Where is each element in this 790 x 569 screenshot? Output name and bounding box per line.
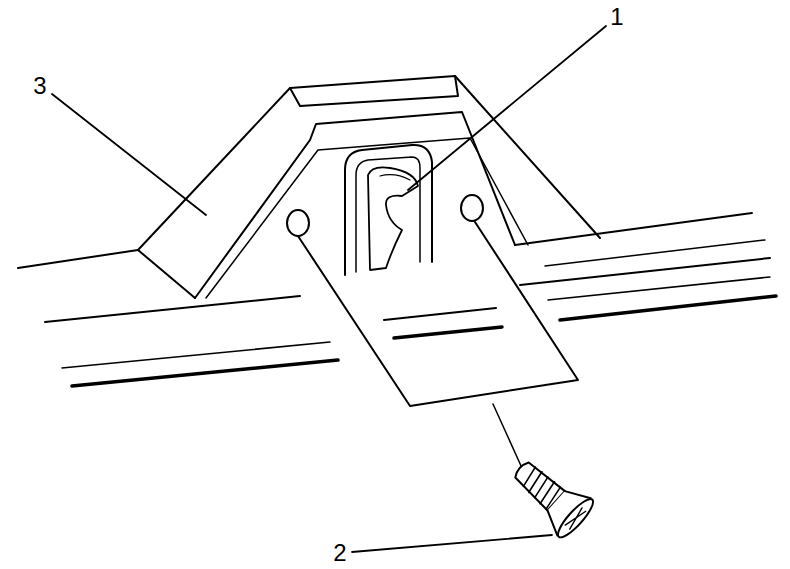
mounting-hole bbox=[461, 195, 483, 221]
rail-edge bbox=[515, 213, 752, 245]
latch-hook bbox=[380, 175, 410, 180]
rail-line bbox=[548, 277, 770, 300]
latch-housing bbox=[345, 145, 432, 275]
molding-inner bbox=[195, 112, 515, 298]
screw-symbol bbox=[503, 449, 597, 541]
plate-line bbox=[384, 308, 496, 320]
mounting-hole bbox=[287, 210, 309, 236]
leader-line bbox=[408, 26, 606, 190]
alignment-line bbox=[493, 404, 522, 468]
molding-edge bbox=[290, 76, 458, 106]
callout-number: 1 bbox=[610, 5, 623, 29]
rail-line bbox=[560, 296, 776, 320]
callout-number: 2 bbox=[333, 541, 346, 565]
plate-line bbox=[394, 327, 502, 338]
leader-line bbox=[52, 94, 206, 215]
latch-hook bbox=[368, 167, 418, 270]
rail-line bbox=[72, 360, 338, 386]
molding-edge bbox=[138, 250, 195, 298]
leader-line bbox=[352, 535, 552, 552]
plate-outline bbox=[298, 222, 578, 406]
rail-line bbox=[45, 296, 300, 322]
molding-inner bbox=[206, 138, 528, 298]
callout-number: 3 bbox=[33, 74, 46, 98]
latch-housing bbox=[356, 157, 420, 272]
